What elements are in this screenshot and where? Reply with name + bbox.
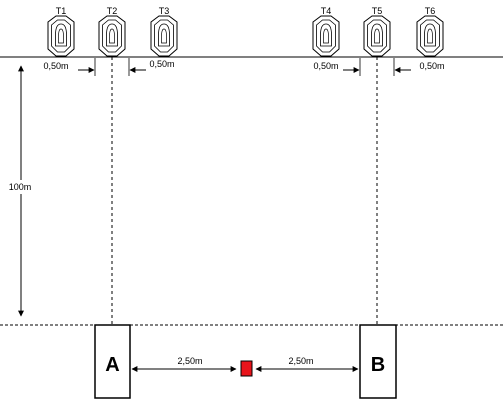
position-a-label: A: [105, 354, 119, 376]
spacing-label: 0,50m: [43, 61, 68, 71]
position-b-label: B: [371, 354, 385, 376]
range-distance-dimension: 100m: [4, 65, 38, 317]
target-label-t3: T3: [159, 6, 170, 16]
distance-a-marker: 2,50m: [131, 356, 237, 372]
target-label-t2: T2: [107, 6, 118, 16]
spacing-label: 0,50m: [149, 59, 174, 69]
target-t4: T4: [312, 6, 340, 57]
spacing-t5-t6: 0,50m: [394, 61, 445, 73]
target-t1: T1: [47, 6, 75, 57]
position-b: B: [359, 324, 397, 399]
target-label-t4: T4: [321, 6, 332, 16]
target-t5: T5: [363, 6, 391, 57]
target-label-t6: T6: [425, 6, 436, 16]
range-distance-label: 100m: [9, 182, 32, 192]
target-t2: T2: [98, 6, 126, 57]
position-a: A: [94, 324, 131, 399]
spacing-t2-t3: 0,50m: [129, 59, 175, 73]
target-t6: T6: [416, 6, 444, 57]
center-marker: [240, 360, 253, 377]
spacing-label: 0,50m: [313, 61, 338, 71]
distance-label-b: 2,50m: [288, 356, 313, 366]
spacing-t4-t5: 0,50m: [313, 61, 360, 73]
distance-marker-b: 2,50m: [255, 356, 359, 372]
target-label-t1: T1: [56, 6, 67, 16]
target-t3: T3: [150, 6, 178, 57]
spacing-t1-t2: 0,50m: [43, 61, 95, 73]
distance-label-a: 2,50m: [177, 356, 202, 366]
target-label-t5: T5: [372, 6, 383, 16]
spacing-label: 0,50m: [419, 61, 444, 71]
